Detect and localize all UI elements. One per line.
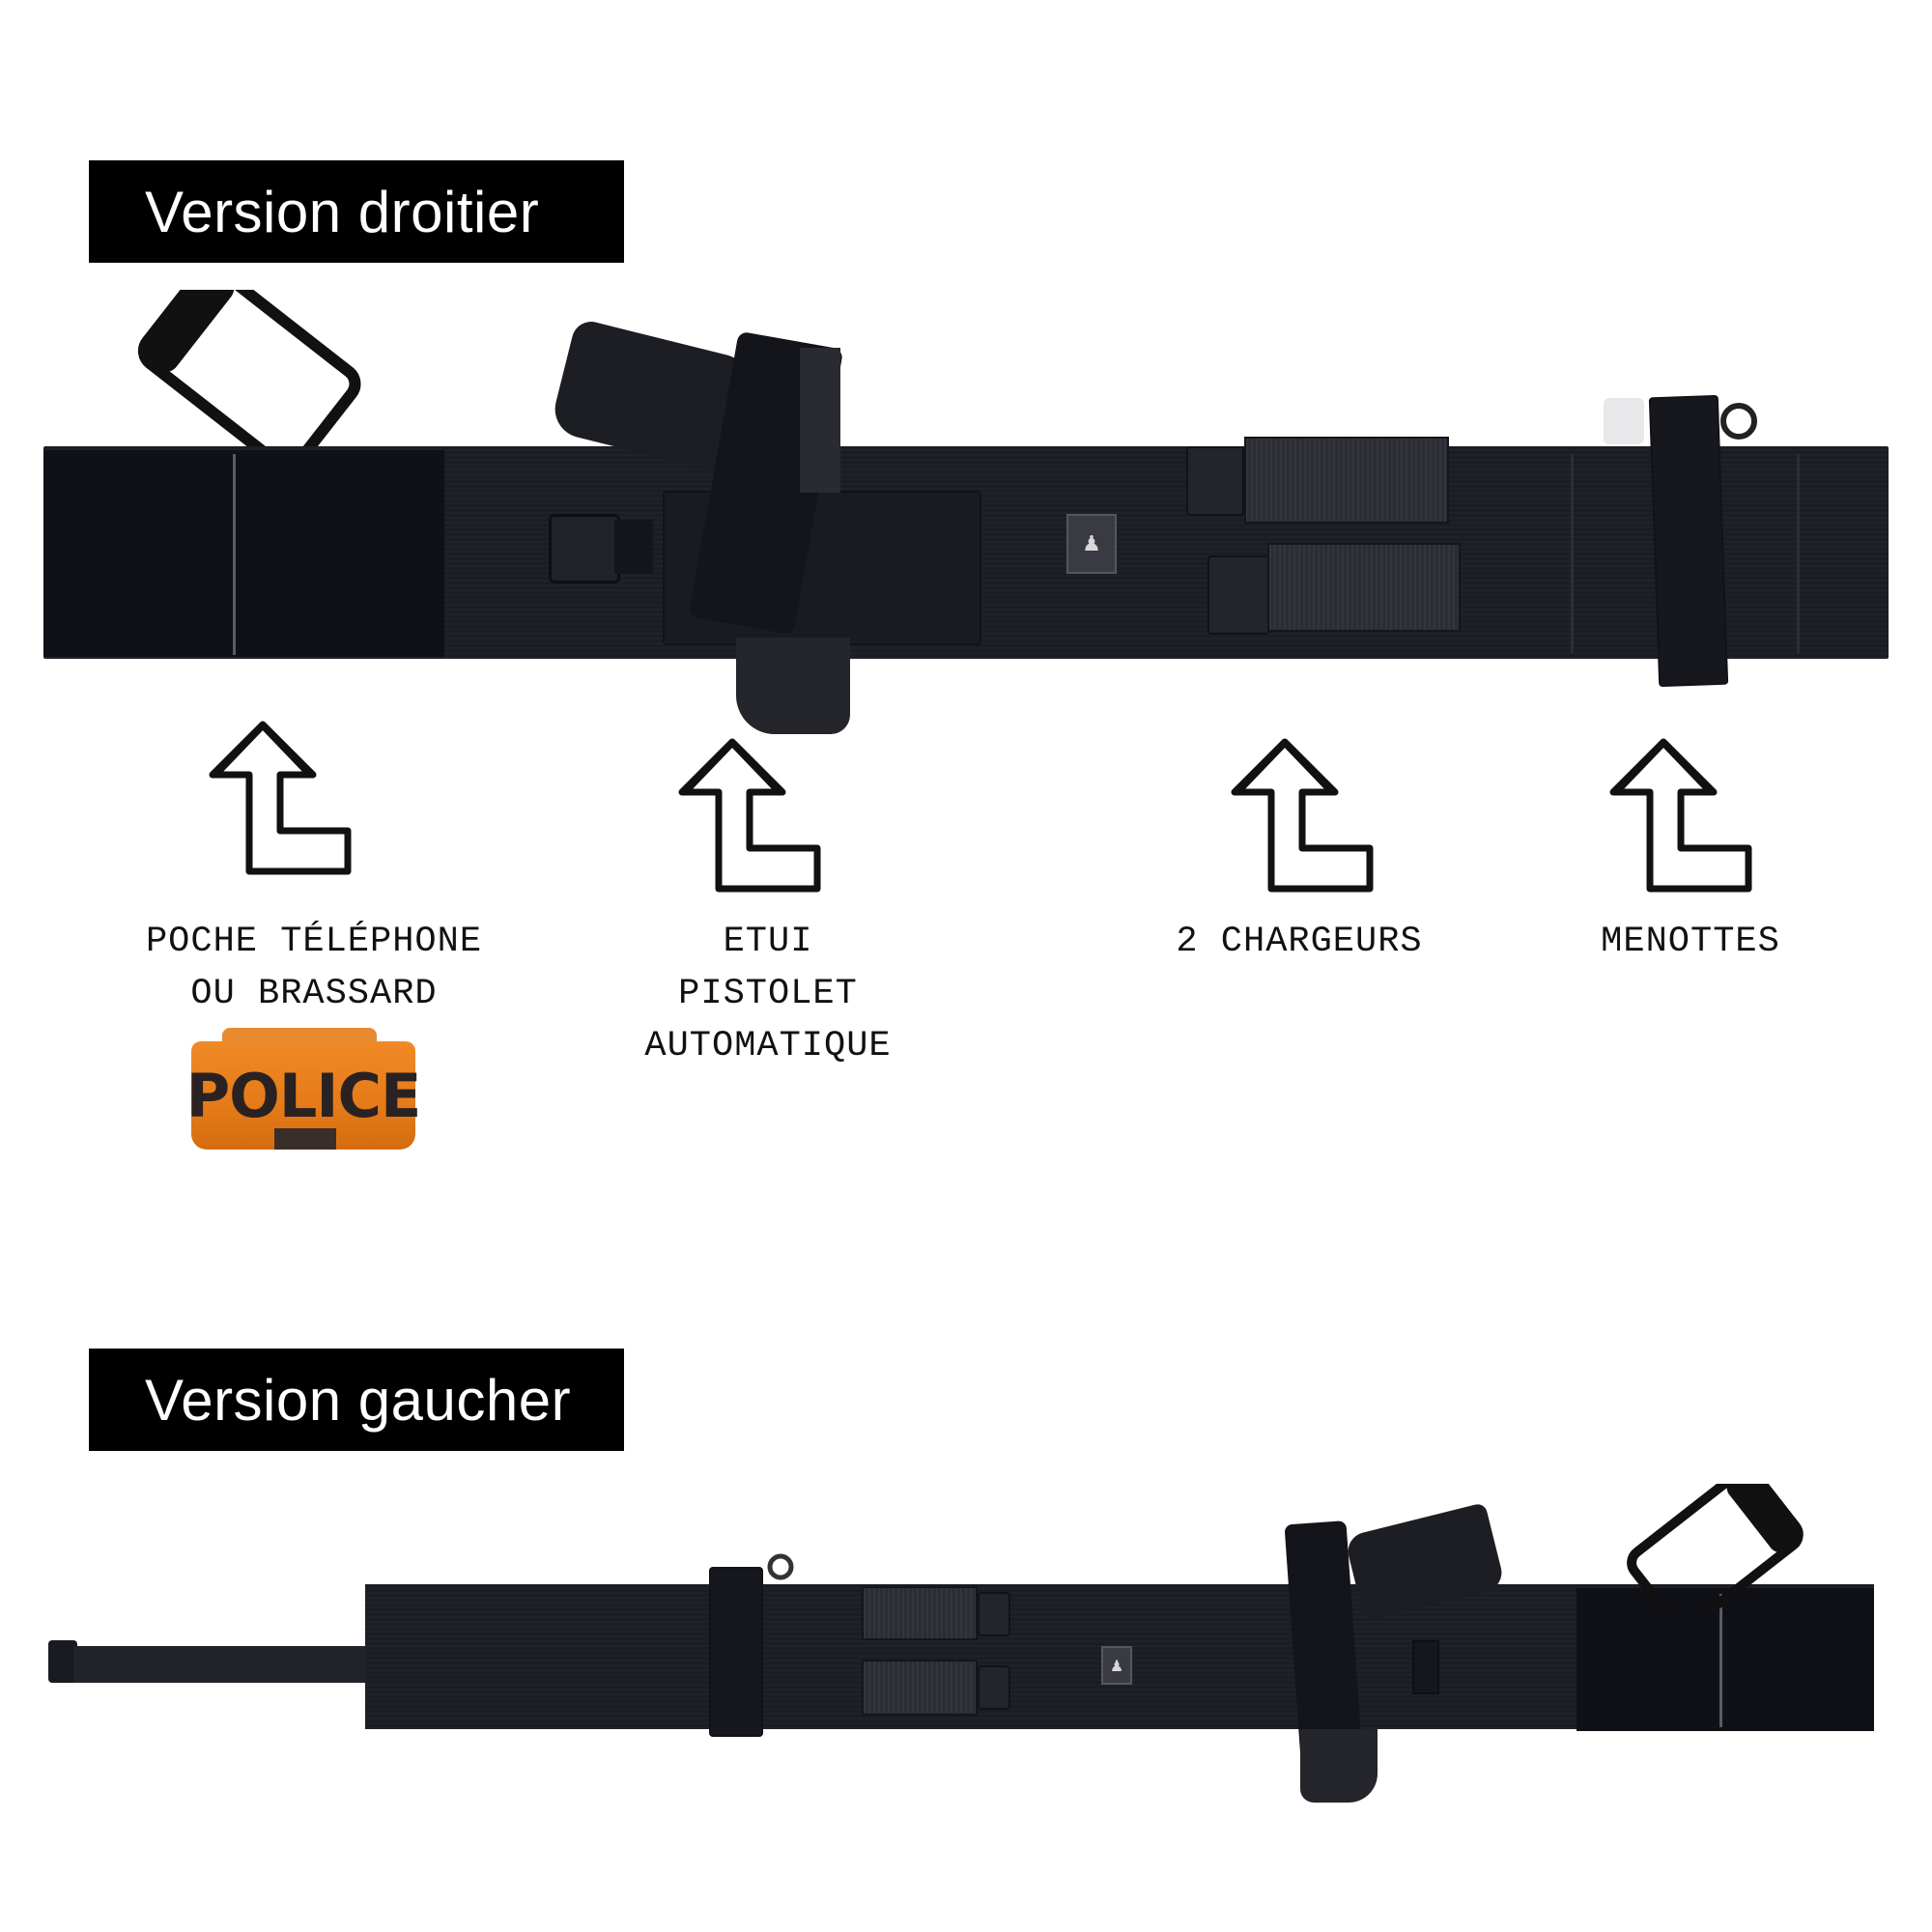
brand-logo-patch: ♟ — [1101, 1646, 1132, 1685]
buckle-male — [48, 1640, 77, 1683]
armband-id-strip — [274, 1128, 336, 1150]
side-release-buckle — [549, 514, 620, 583]
buckle-strap — [614, 520, 653, 574]
callout-line: 2 CHARGEURS — [1176, 922, 1423, 962]
magazine-pouch-base-top — [1186, 446, 1244, 516]
callout-line: POCHE TÉLÉPHONE — [145, 922, 483, 962]
callout-line: PISTOLET — [678, 974, 858, 1014]
pistol-slide — [800, 348, 840, 493]
callout-line: AUTOMATIQUE — [644, 1026, 892, 1066]
belt-left-handed: ♟ — [0, 1484, 1932, 1816]
pistol-barrel — [1300, 1729, 1378, 1803]
magazine-pouch-base-top — [978, 1592, 1010, 1636]
buckle-female — [1412, 1640, 1439, 1694]
section-title-right-handed: Version droitier — [89, 160, 624, 263]
velcro-panel-right — [1577, 1588, 1874, 1731]
handcuff-pouch — [709, 1567, 763, 1737]
pistol-barrel — [736, 638, 850, 734]
hand-drawn-arrow-up-icon — [678, 738, 821, 893]
belt-strap — [73, 1646, 367, 1683]
belt-seam-right — [1571, 454, 1574, 653]
hand-drawn-arrow-up-icon — [1609, 738, 1752, 893]
callout-pistol-holster: ETUI PISTOLET AUTOMATIQUE — [609, 916, 927, 1072]
hand-drawn-arrow-up-icon — [1231, 738, 1374, 893]
phone-icon — [137, 290, 361, 464]
armband-text: POLICE — [185, 1060, 422, 1131]
section-title-text: Version droitier — [145, 179, 540, 244]
handcuff-key-silver — [1604, 398, 1644, 444]
handcuff-pouch — [1648, 394, 1729, 688]
handcuff-ring-icon — [1720, 403, 1757, 440]
velcro-seam — [233, 454, 236, 655]
callout-phone-pocket: POCHE TÉLÉPHONE OU BRASSARD — [106, 916, 522, 1020]
velcro-seam — [1719, 1594, 1722, 1727]
brand-logo-patch: ♟ — [1066, 514, 1117, 574]
phone-icon — [1627, 1484, 1804, 1609]
belt-right-handed: ♟ — [0, 290, 1932, 753]
callout-line: MENOTTES — [1601, 922, 1780, 962]
callout-magazines: 2 CHARGEURS — [1140, 916, 1459, 968]
magazine-pouch-base-bottom — [978, 1665, 1010, 1710]
callout-handcuffs: MENOTTES — [1546, 916, 1835, 968]
velcro-panel-left — [43, 450, 444, 657]
magazine-pouch-base-bottom — [1208, 555, 1269, 635]
magazine-pouch-bottom — [1267, 543, 1461, 632]
magazine-pouch-bottom — [862, 1660, 978, 1716]
section-title-text: Version gaucher — [145, 1367, 572, 1433]
belt-seam-right-2 — [1797, 454, 1800, 653]
callout-line: OU BRASSARD — [190, 974, 438, 1014]
magazine-pouch-top — [862, 1586, 978, 1640]
callout-line: ETUI — [723, 922, 813, 962]
section-title-left-handed: Version gaucher — [89, 1349, 624, 1451]
magazine-pouch-top — [1244, 437, 1449, 524]
handcuff-ring-icon — [767, 1553, 794, 1580]
hand-drawn-arrow-up-icon — [209, 721, 352, 875]
